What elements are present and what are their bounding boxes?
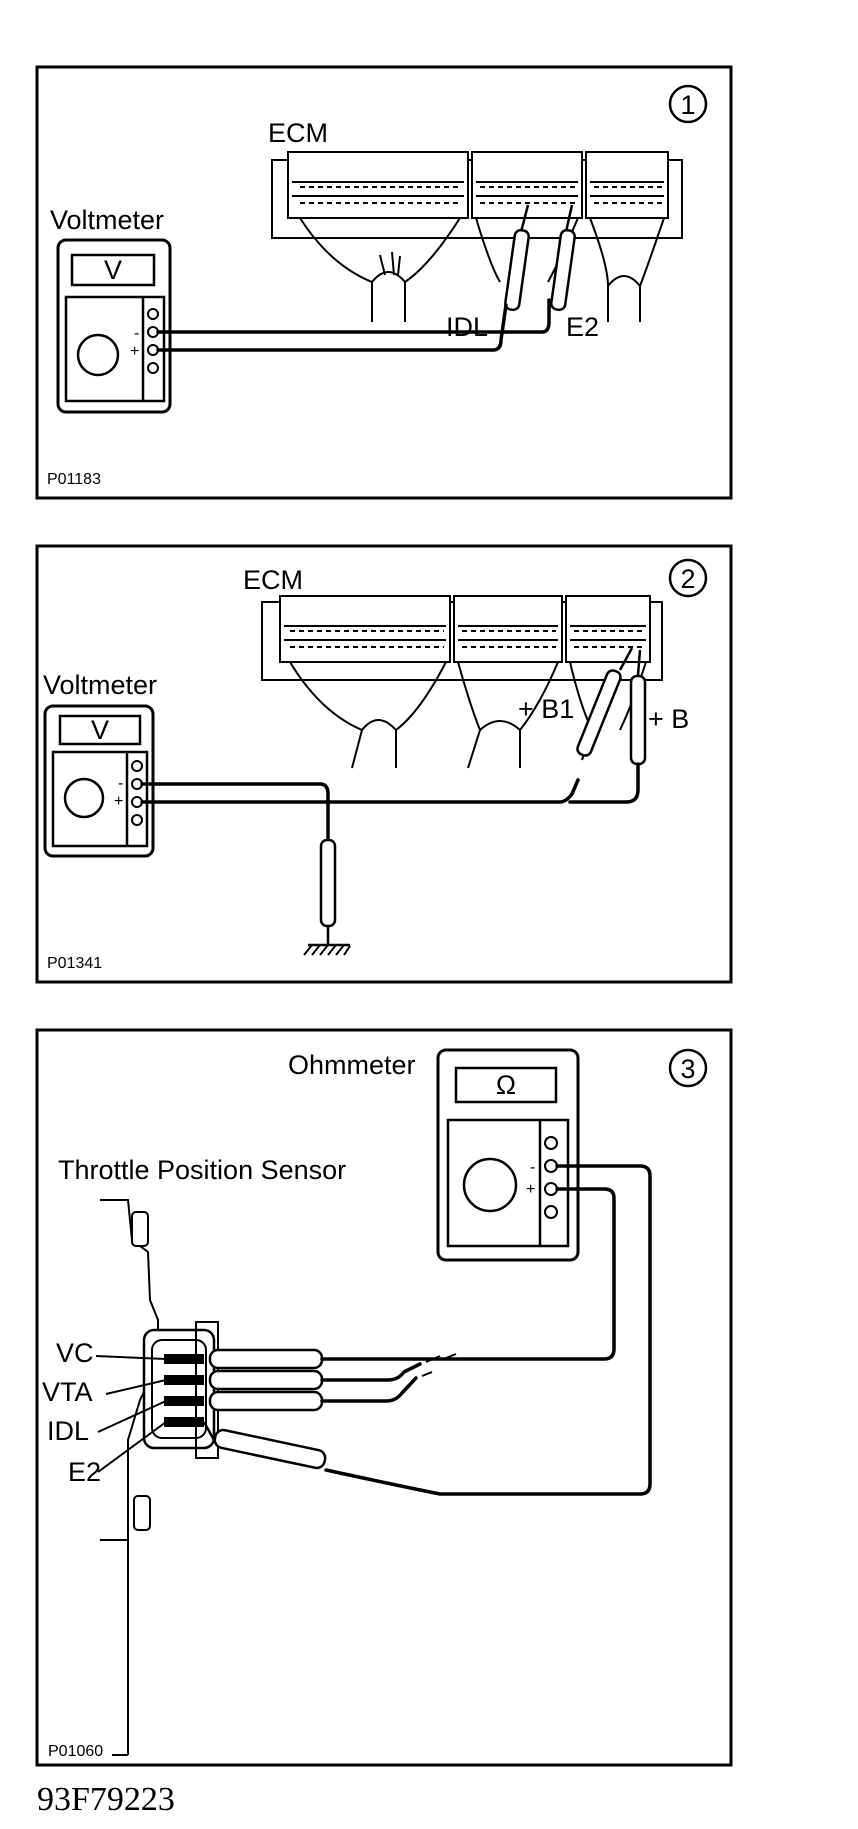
panel-2-probes bbox=[576, 647, 647, 766]
panel-2-probe-b1: + B1 bbox=[518, 694, 574, 724]
panel-3-terminal-vc: VC bbox=[56, 1338, 94, 1368]
panel-1-wire-positive bbox=[156, 303, 508, 352]
panel-3-terminal-idl: IDL bbox=[47, 1416, 89, 1446]
panel-3-minus-sign: - bbox=[530, 1159, 535, 1176]
panel-3-code: P01060 bbox=[48, 1743, 103, 1760]
panel-3-meter-display: Ω bbox=[496, 1070, 516, 1100]
panel-3-probes bbox=[202, 1348, 327, 1470]
panel-3-wire-vc bbox=[320, 1187, 616, 1361]
panel-3-sensor-label: Throttle Position Sensor bbox=[58, 1155, 346, 1185]
panel-2-meter-dial bbox=[63, 777, 105, 819]
panel-2: 2 ECM bbox=[35, 544, 733, 984]
panel-2-ground-symbol bbox=[303, 943, 351, 956]
panel-1-probes bbox=[504, 204, 576, 312]
panel-3-number: 3 bbox=[680, 1054, 695, 1084]
panel-2-frame bbox=[35, 544, 733, 984]
panel-3-meter-dial bbox=[462, 1157, 518, 1213]
panel-2-number: 2 bbox=[680, 564, 695, 594]
panel-2-wire-b1 bbox=[140, 778, 580, 804]
panel-2-ecm-label: ECM bbox=[243, 565, 303, 595]
panel-3-ohmmeter: Ω - + bbox=[436, 1048, 580, 1262]
panel-2-probe-b: + B bbox=[648, 704, 689, 734]
panel-3-throttle-sensor bbox=[100, 1199, 219, 1541]
figure-id: 93F79223 bbox=[37, 1781, 175, 1818]
panel-2-ground-probe bbox=[319, 838, 337, 928]
panel-1-plus-sign: + bbox=[130, 343, 139, 360]
panel-1-ecm-connectors bbox=[271, 151, 683, 322]
panel-3-wire-breaks bbox=[421, 1353, 457, 1377]
panel-1-meter-dial bbox=[76, 333, 120, 377]
panel-3-number-circle bbox=[668, 1048, 708, 1088]
panel-3-terminal-vta: VTA bbox=[42, 1377, 93, 1407]
panel-3-terminal-e2: E2 bbox=[68, 1457, 101, 1487]
panel-1-meter-display: V bbox=[104, 255, 122, 285]
panel-2-wire-b bbox=[568, 762, 640, 804]
panel-1: 1 ECM bbox=[35, 65, 733, 500]
panel-3-plus-sign: + bbox=[526, 1181, 535, 1198]
panel-2-meter-label: Voltmeter bbox=[43, 670, 157, 700]
panel-1-probe-e2: E2 bbox=[566, 312, 599, 342]
panel-1-meter-label: Voltmeter bbox=[50, 205, 164, 235]
panel-3-plus-terminal bbox=[544, 1182, 558, 1196]
panel-2-wire-ground bbox=[140, 782, 330, 844]
panel-1-number: 1 bbox=[680, 90, 695, 120]
panel-2-meter-display: V bbox=[91, 715, 109, 745]
panel-3-terminal-labels: VC VTA IDL E2 bbox=[42, 1338, 167, 1487]
panel-2-minus-sign: - bbox=[118, 775, 123, 792]
panel-1-code: P01183 bbox=[47, 471, 101, 488]
panel-3-meter-label: Ohmmeter bbox=[288, 1050, 416, 1080]
panel-3-wire-idl bbox=[320, 1376, 418, 1403]
panel-2-plus-sign: + bbox=[114, 793, 123, 810]
panel-1-voltmeter: V - + bbox=[56, 238, 172, 414]
panel-1-probe-idl: IDL bbox=[446, 312, 488, 342]
panel-2-number-circle bbox=[668, 558, 708, 598]
panel-3-wire-vta bbox=[320, 1362, 422, 1382]
panel-1-ecm-label: ECM bbox=[268, 118, 328, 148]
panel-2-ecm-connectors bbox=[261, 595, 663, 769]
panel-3-minus-terminal bbox=[544, 1159, 558, 1173]
panel-3: 3 Ohmmeter Ω - + Throttle Position Senso… bbox=[35, 1028, 733, 1767]
panel-1-frame bbox=[35, 65, 733, 500]
panel-1-number-circle bbox=[668, 84, 708, 124]
panel-2-voltmeter: V - + bbox=[43, 704, 155, 858]
panel-3-frame bbox=[35, 1028, 733, 1767]
panel-1-wire-negative bbox=[156, 298, 551, 334]
panel-1-minus-sign: - bbox=[134, 325, 139, 342]
panel-2-code: P01341 bbox=[47, 955, 102, 972]
panel-3-wire-e2 bbox=[324, 1164, 652, 1496]
